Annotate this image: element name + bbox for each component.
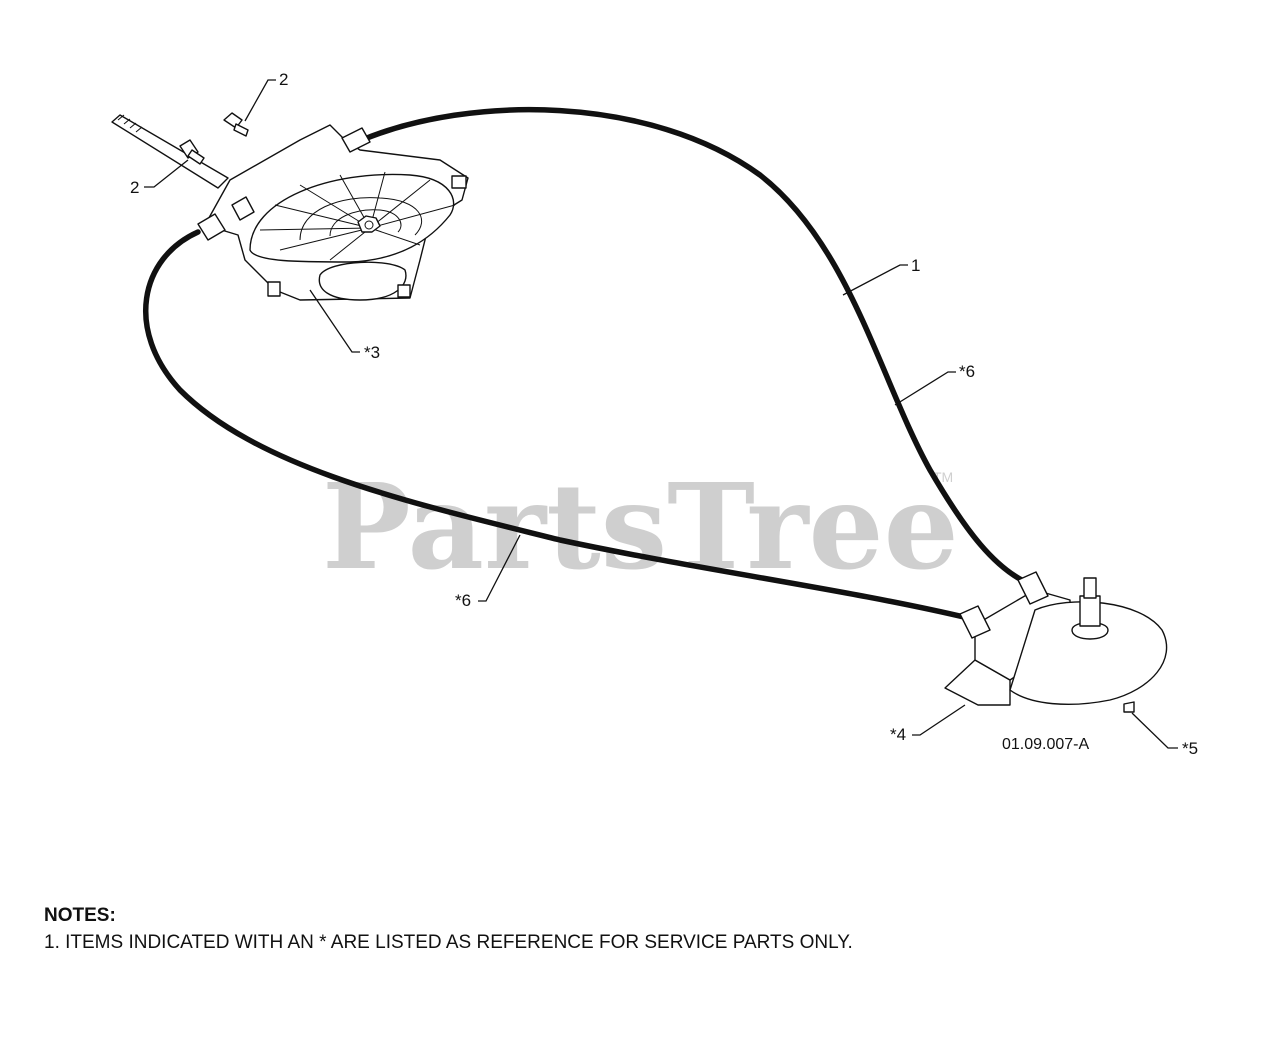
callout-bolt-lower: 2 <box>130 178 139 197</box>
leader-lines <box>144 79 1178 749</box>
cable-lower-loop <box>143 229 971 621</box>
callout-bracket: *4 <box>890 725 906 744</box>
bolt-upper <box>223 112 249 137</box>
drawing-id: 01.09.007-A <box>1002 736 1090 753</box>
notes-section: NOTES: 1. ITEMS INDICATED WITH AN * ARE … <box>44 902 853 956</box>
notes-title: NOTES: <box>44 905 116 926</box>
cable-upper-loop <box>359 106 1035 588</box>
callout-pulley-plate: *5 <box>1182 739 1198 758</box>
bracket-assembly <box>944 571 1168 713</box>
callout-cable-lower-sheath: *6 <box>455 591 471 610</box>
callout-bolt-upper: 2 <box>279 70 288 89</box>
callout-gear-housing: *3 <box>364 343 380 362</box>
bolt-lower <box>179 139 205 165</box>
watermark-brand: PartsTree <box>322 457 959 596</box>
callout-cable-right-sheath: *6 <box>959 362 975 381</box>
notes-item: 1. ITEMS INDICATED WITH AN * ARE LISTED … <box>44 932 853 953</box>
shift-shaft <box>111 114 229 189</box>
gear-housing <box>197 124 469 301</box>
callout-cable-right: 1 <box>911 256 920 275</box>
